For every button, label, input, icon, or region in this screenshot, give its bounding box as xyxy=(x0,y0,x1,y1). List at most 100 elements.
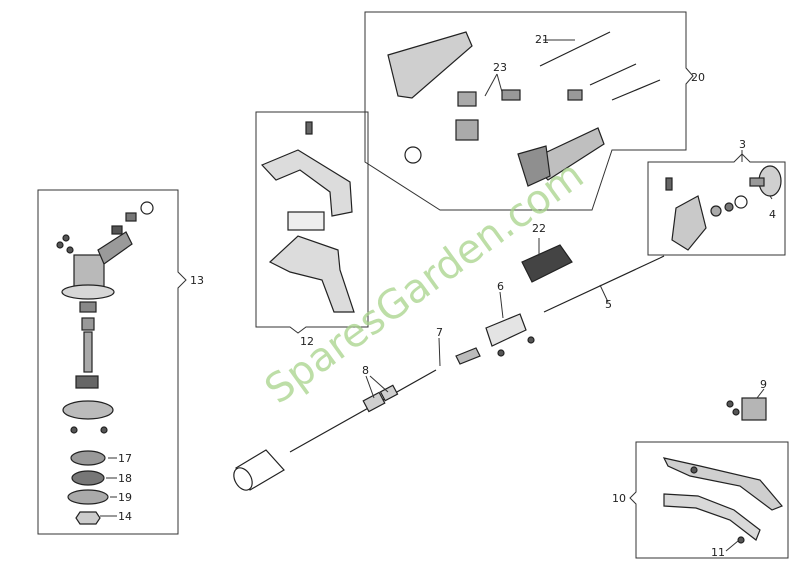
bracket-bolt xyxy=(732,408,740,416)
gear-pinion xyxy=(81,317,95,331)
callout-9: 9 xyxy=(760,378,767,391)
watermark: SparesGarden.com xyxy=(257,152,592,413)
leader xyxy=(599,284,609,303)
coupler-bolt xyxy=(527,336,535,344)
gear-washer xyxy=(125,212,137,222)
callout-4: 4 xyxy=(769,208,776,221)
callout-14: 14 xyxy=(118,510,132,523)
gear-bolt xyxy=(56,241,64,249)
guard-bracket xyxy=(726,397,767,421)
group-20-outline xyxy=(364,11,694,211)
callout-8: 8 xyxy=(362,364,369,377)
gear-head-flange xyxy=(61,284,115,300)
clutch-washer xyxy=(710,205,722,217)
gear-head-tube xyxy=(97,231,133,265)
gear-bearing-lower xyxy=(75,375,99,389)
clutch-bolt xyxy=(665,177,673,191)
callout-18: 18 xyxy=(118,472,132,485)
clutch-drum-shaft xyxy=(749,177,765,187)
switch-lever xyxy=(501,89,521,101)
group-3-outline xyxy=(647,153,786,256)
lower-shaft-tube xyxy=(289,369,437,453)
callout-21: 21 xyxy=(535,33,549,46)
leader xyxy=(769,195,773,200)
callout-3: 3 xyxy=(739,138,746,151)
switch-part xyxy=(457,91,477,107)
grip-sleeve xyxy=(521,244,573,283)
gear-seal xyxy=(79,301,97,313)
part-8-bushing xyxy=(362,391,386,413)
cover-bolt xyxy=(70,426,78,434)
clutch-housing xyxy=(671,195,707,251)
throttle-assembly xyxy=(387,31,661,187)
part-17 xyxy=(70,450,106,466)
gear-bearing xyxy=(111,225,123,235)
handle-grip xyxy=(260,149,353,217)
callout-6: 6 xyxy=(497,280,504,293)
throttle-clamp xyxy=(404,146,422,164)
cover-bolt xyxy=(100,426,108,434)
leader xyxy=(756,388,765,399)
callout-23: 23 xyxy=(493,61,507,74)
part-22-grip-sleeve xyxy=(521,244,573,283)
callout-13: 13 xyxy=(190,274,204,287)
guard-screw xyxy=(690,466,698,474)
gear-bolt xyxy=(62,234,70,242)
bracket-body xyxy=(741,397,767,421)
throttle-trigger xyxy=(517,145,551,187)
coupler xyxy=(485,313,527,347)
callout-5: 5 xyxy=(605,298,612,311)
grass-guard xyxy=(662,457,783,544)
handle-assembly xyxy=(260,121,355,313)
part-19 xyxy=(67,489,109,505)
callout-22: 22 xyxy=(532,222,546,235)
leader xyxy=(369,375,389,393)
leader-lines xyxy=(100,39,773,552)
group-10-outline xyxy=(629,441,789,559)
joint xyxy=(455,347,481,365)
drive-shaft xyxy=(543,255,665,313)
clutch-housing-assembly xyxy=(665,165,782,251)
callout-17: 17 xyxy=(118,452,132,465)
part-6-coupler xyxy=(485,313,535,357)
gear-head-body xyxy=(73,254,105,290)
throttle-stop xyxy=(567,89,583,101)
callout-20: 20 xyxy=(691,71,705,84)
gear-circlip xyxy=(140,201,154,215)
callout-12: 12 xyxy=(300,335,314,348)
guard-skirt xyxy=(663,493,761,541)
shaft-tube-end xyxy=(233,449,285,491)
gear-head-assembly xyxy=(56,201,154,525)
leader xyxy=(499,291,504,319)
bracket-bolt xyxy=(726,400,734,408)
leader xyxy=(496,73,503,93)
handle-sleeve xyxy=(287,211,325,231)
gear-shaft xyxy=(83,331,93,373)
part-18 xyxy=(71,470,105,486)
throttle-cable xyxy=(539,31,611,67)
clutch-bearing xyxy=(724,202,734,212)
coupler-bolt xyxy=(497,349,505,357)
part-14-nut xyxy=(75,511,101,525)
callout-19: 19 xyxy=(118,491,132,504)
throttle-wire xyxy=(589,63,637,86)
callout-10: 10 xyxy=(612,492,626,505)
clutch-circlip xyxy=(734,195,748,209)
handle-bracket xyxy=(268,235,355,313)
leader xyxy=(438,337,441,367)
leader xyxy=(365,375,375,399)
tube-end-mouth xyxy=(233,467,253,491)
throttle-wire-set xyxy=(611,79,661,101)
gear-bolt xyxy=(66,246,74,254)
throttle-housing-left xyxy=(387,31,473,99)
handle-bolt xyxy=(305,121,313,135)
part-11-screw xyxy=(737,536,745,544)
part-5-shaft xyxy=(543,257,661,313)
switch-housing xyxy=(455,119,479,141)
callout-11: 11 xyxy=(711,546,725,559)
part-7-joint xyxy=(455,347,481,365)
leader xyxy=(484,73,498,97)
callout-7: 7 xyxy=(436,326,443,339)
group-12-outline xyxy=(255,111,369,334)
